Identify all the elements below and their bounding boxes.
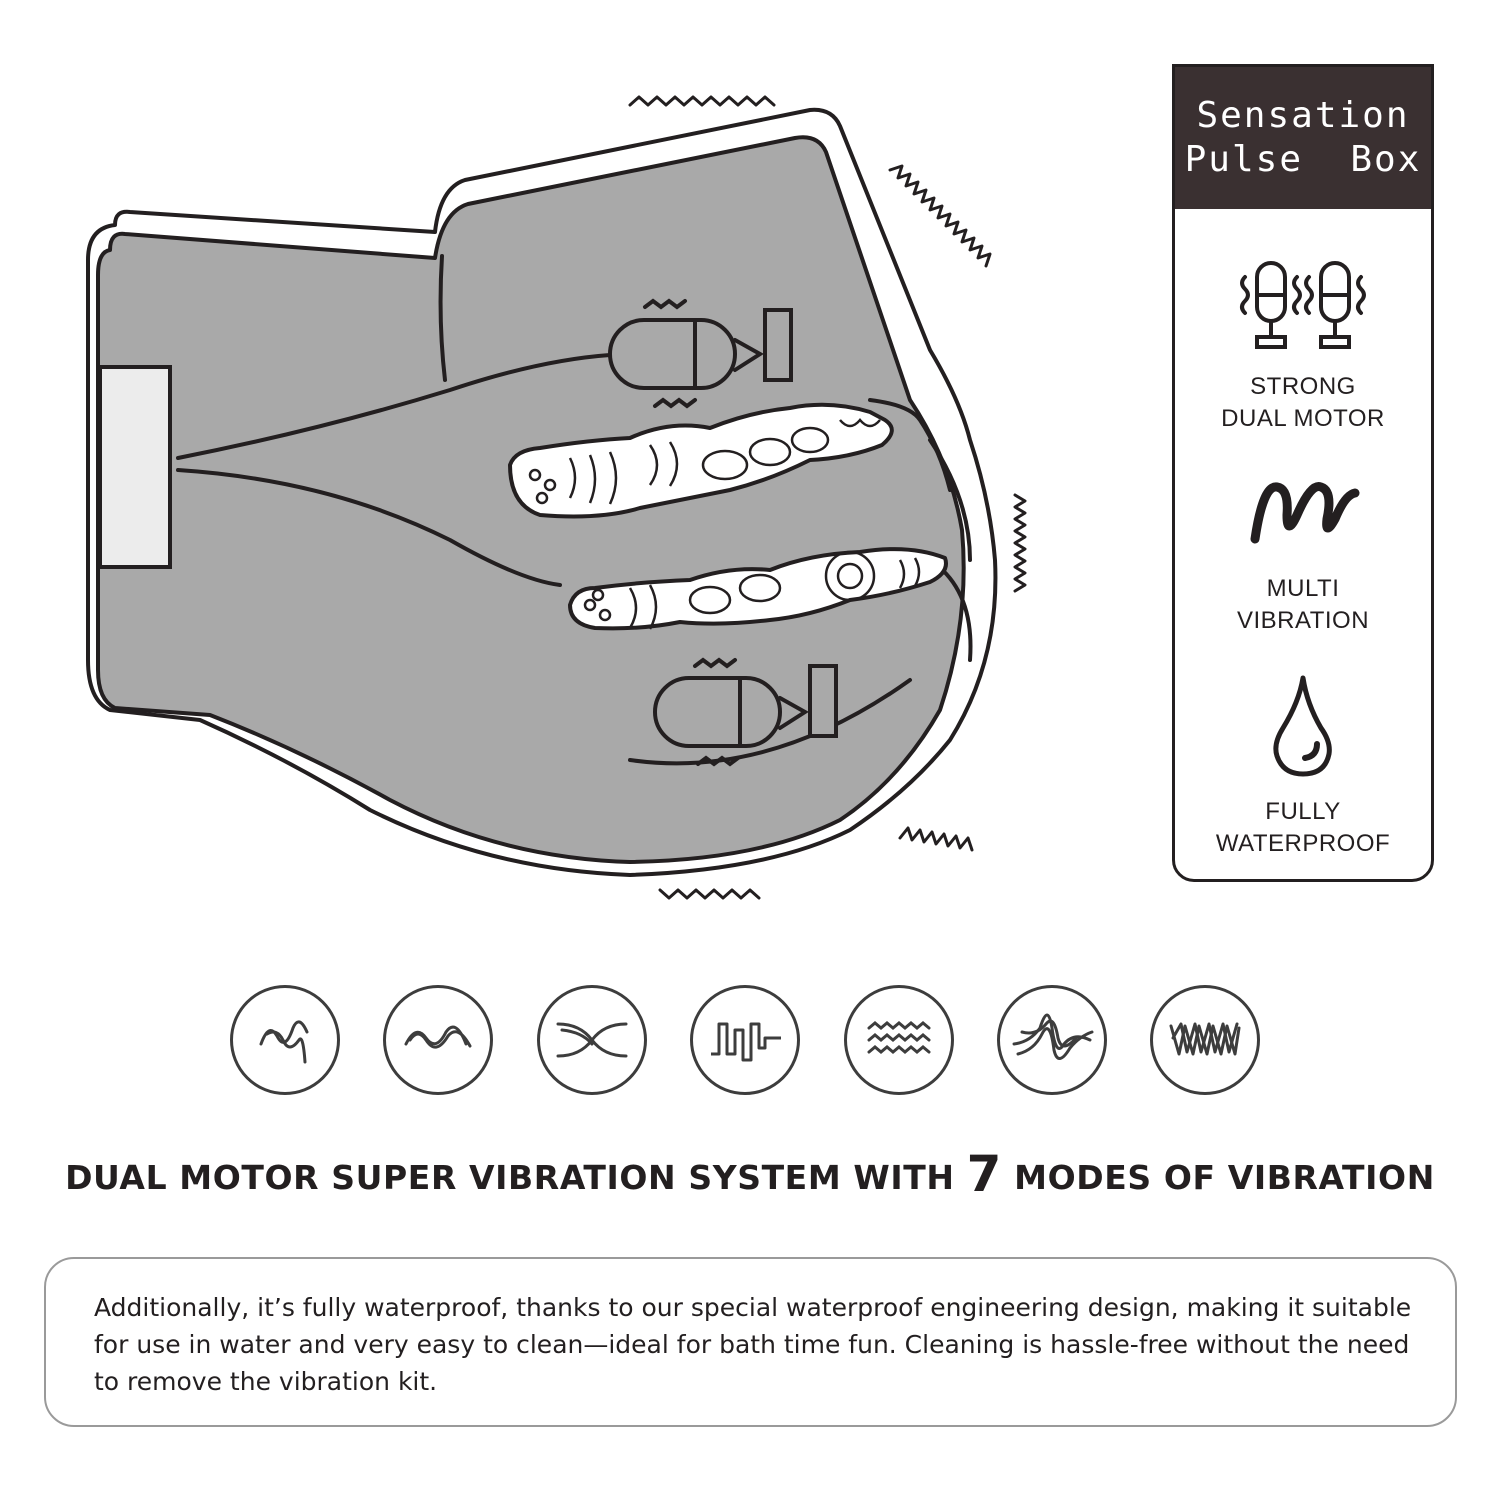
feature-waterproof-line1: FULLY <box>1265 798 1341 825</box>
mode-6-burst-icon <box>997 985 1107 1095</box>
headline: DUAL MOTOR SUPER VIBRATION SYSTEM WITH 7… <box>0 1145 1500 1203</box>
feature-waterproof: FULLY WATERPROOF <box>1175 672 1431 860</box>
vibration-modes-row <box>230 985 1270 1105</box>
feature-dual-motor: STRONG DUAL MOTOR <box>1175 257 1431 435</box>
mode-4-pulse-icon <box>690 985 800 1095</box>
feature-box-title-line1: Sensation <box>1196 95 1410 136</box>
mode-5-ripple-icon <box>844 985 954 1095</box>
headline-after: MODES OF VIBRATION <box>1002 1158 1435 1197</box>
feature-box: Sensation Pulse Box STRONG DUAL MOTOR <box>1172 64 1434 882</box>
description-text: Additionally, it’s fully waterproof, tha… <box>94 1293 1412 1396</box>
mode-1-wave-icon <box>230 985 340 1095</box>
cross-section-svg <box>86 95 1027 900</box>
vibration-wave-icon <box>1250 482 1360 544</box>
mode-2-wave-icon <box>383 985 493 1095</box>
feature-dual-motor-line2: DUAL MOTOR <box>1221 405 1385 432</box>
feature-multi-vibration-line2: VIBRATION <box>1236 607 1370 634</box>
feature-multi-vibration-line1: MULTI <box>1266 575 1340 602</box>
feature-box-title-line2: Pulse Box <box>1184 139 1422 180</box>
dual-motor-icon <box>1240 261 1366 349</box>
description-card: Additionally, it’s fully waterproof, tha… <box>44 1257 1457 1427</box>
feature-box-header: Sensation Pulse Box <box>1175 67 1431 209</box>
headline-number: 7 <box>966 1145 1003 1203</box>
water-drop-icon <box>1273 675 1332 777</box>
feature-waterproof-line2: WATERPROOF <box>1215 830 1391 857</box>
feature-multi-vibration: MULTI VIBRATION <box>1175 475 1431 637</box>
product-cross-section-illustration <box>70 60 1070 920</box>
mode-3-cross-wave-icon <box>537 985 647 1095</box>
mode-7-zigzag-icon <box>1150 985 1260 1095</box>
feature-dual-motor-line1: STRONG <box>1250 373 1356 400</box>
headline-before: DUAL MOTOR SUPER VIBRATION SYSTEM WITH <box>65 1158 967 1197</box>
